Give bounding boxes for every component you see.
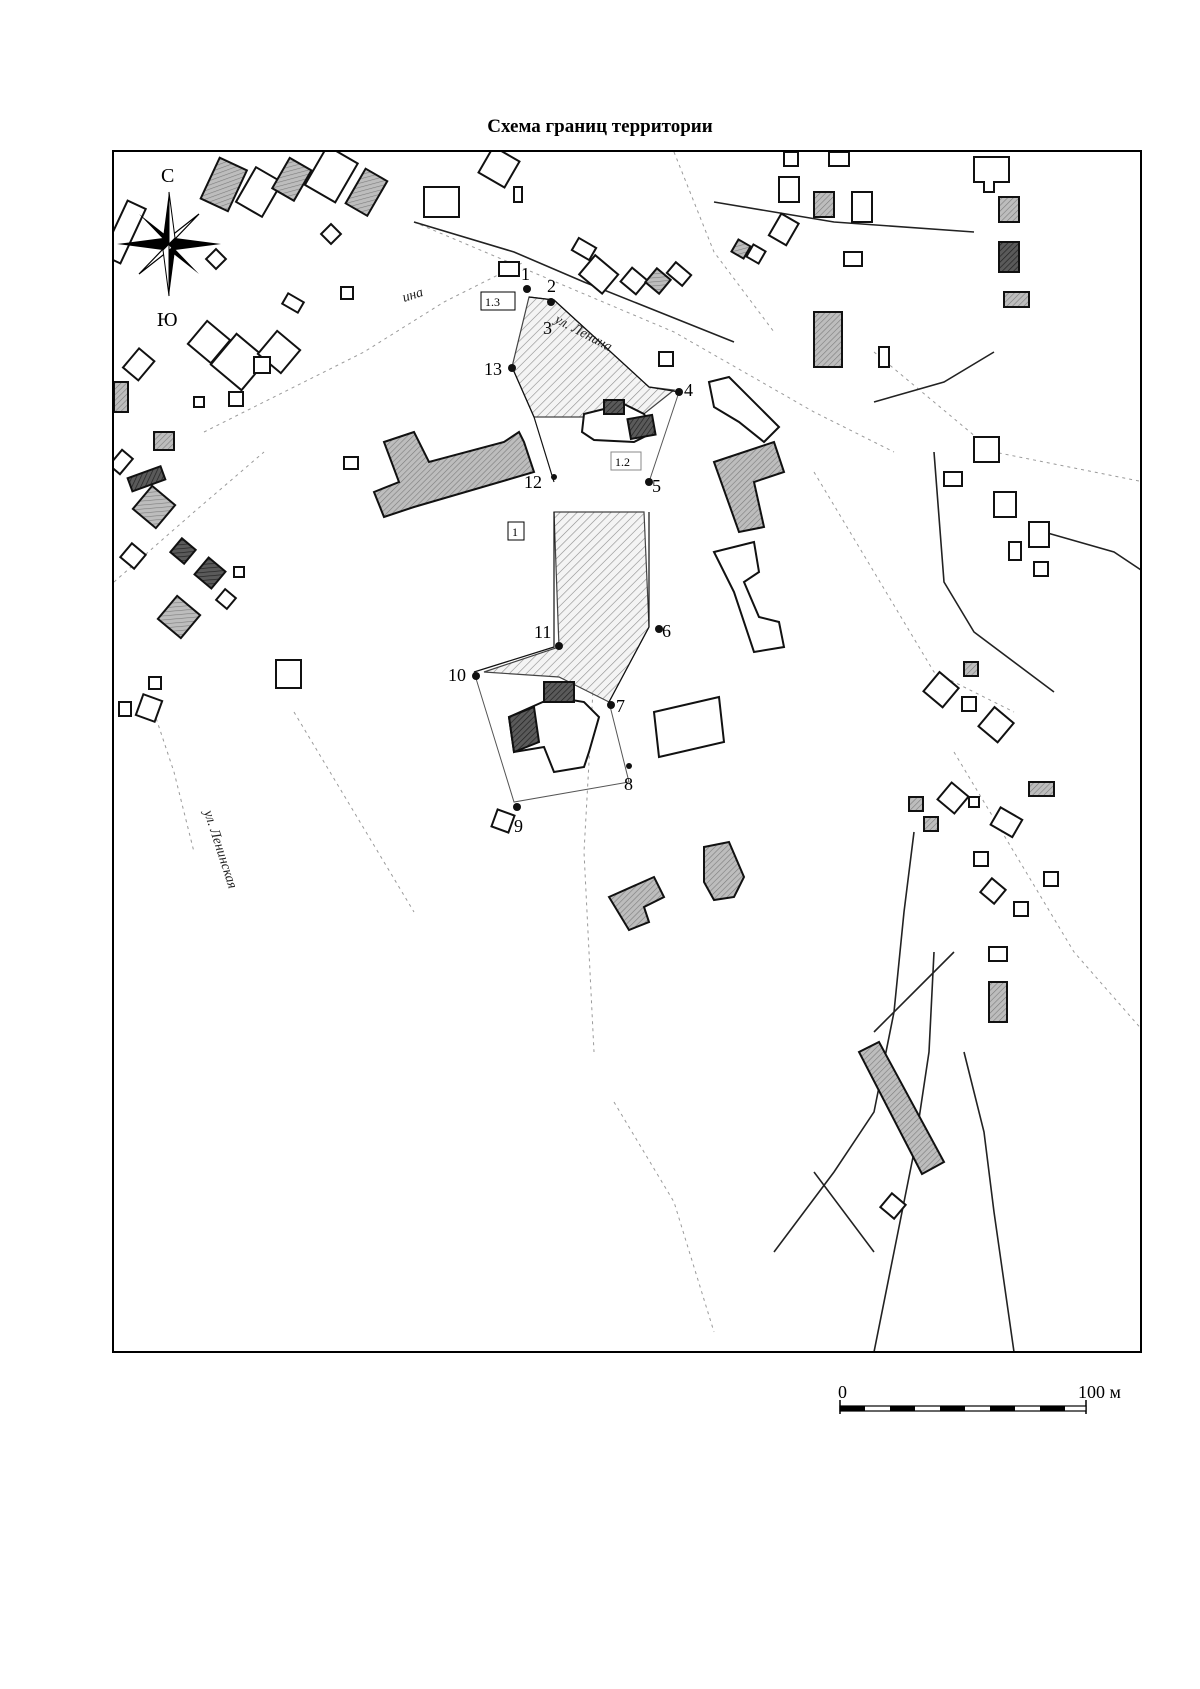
compass-north-label: С [161,165,174,187]
roads-layer [114,152,1140,1351]
label-8: 8 [624,774,633,794]
street-leninskaya: ул. Ленинская [200,807,240,891]
vertex-labels: 1 2 3 4 5 6 7 8 9 10 11 12 13 [448,264,693,836]
label-6: 6 [662,621,671,641]
label-10: 10 [448,665,466,685]
boundary-vertices [472,285,683,811]
map-canvas: 1 2 3 4 5 6 7 8 9 10 11 12 13 1.3 1.2 1 … [114,152,1140,1351]
scale-start-label: 0 [838,1382,847,1402]
vertex-9[interactable] [513,803,521,811]
zone-1-3[interactable] [511,296,676,418]
label-1: 1 [521,264,530,284]
street-fragment: ина [401,285,426,306]
vertex-6[interactable] [655,625,663,633]
zone-label-1-2: 1.2 [615,455,630,469]
vertex-10[interactable] [472,672,480,680]
label-9: 9 [514,816,523,836]
vertex-13[interactable] [508,364,516,372]
label-2: 2 [547,276,556,296]
vertex-5[interactable] [645,478,653,486]
map-title: Схема границ территории [487,116,713,137]
zone-1[interactable] [483,511,650,703]
vertex-12[interactable] [551,474,557,480]
vertex-11[interactable] [555,642,563,650]
vertex-1[interactable] [523,285,531,293]
zone-label-1: 1 [512,525,518,539]
zone-labels: 1.3 1.2 1 [480,291,642,541]
label-4: 4 [684,380,693,400]
compass-south-label: Ю [157,309,178,331]
buildings-layer [114,152,1059,1221]
label-3: 3 [543,318,552,338]
scale-bar: 0 100 м [838,1382,1138,1422]
label-11: 11 [534,622,551,642]
compass-rose: С Ю [117,165,221,331]
scale-ruler [839,1400,1087,1414]
map-area[interactable]: 1 2 3 4 5 6 7 8 9 10 11 12 13 1.3 1.2 1 … [112,150,1142,1353]
vertex-7[interactable] [607,701,615,709]
label-5: 5 [652,476,661,496]
vertex-2[interactable] [547,298,555,306]
boundary-lines [473,296,680,803]
label-7: 7 [616,696,625,716]
label-13: 13 [484,359,502,379]
vertex-8[interactable] [626,763,632,769]
scale-end-label: 100 м [1078,1382,1121,1402]
territory-zones [483,296,676,703]
vertex-4[interactable] [675,388,683,396]
label-12: 12 [524,472,542,492]
zone-label-1-3: 1.3 [485,295,500,309]
